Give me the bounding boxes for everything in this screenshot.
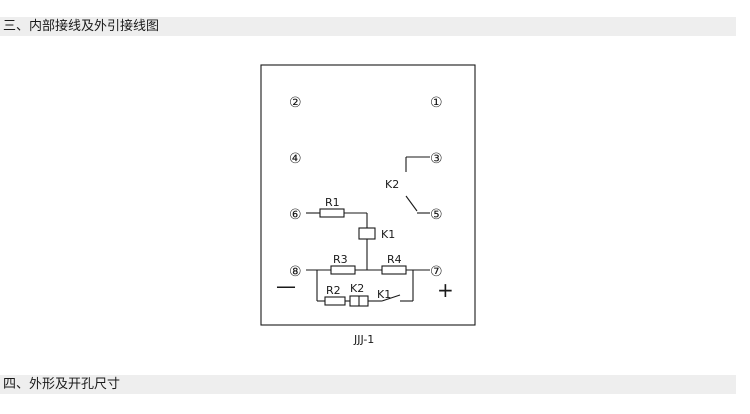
terminal-5: ⑤ bbox=[430, 207, 443, 223]
k1-contact-label: K1 bbox=[377, 288, 391, 301]
terminal-8: ⑧ bbox=[289, 264, 302, 280]
terminal-4: ④ bbox=[289, 151, 302, 167]
relay-frame bbox=[260, 64, 476, 326]
resistor-r3 bbox=[330, 265, 356, 275]
resistor-r3-label: R3 bbox=[333, 253, 348, 266]
resistor-r2 bbox=[324, 296, 346, 306]
polarity-minus: — bbox=[276, 274, 296, 298]
k2-contact-label: K2 bbox=[385, 178, 399, 191]
resistor-r4 bbox=[381, 265, 407, 275]
section-heading-dimensions: 四、外形及开孔尺寸 bbox=[0, 375, 736, 394]
model-label: JJJ-1 bbox=[353, 333, 374, 346]
coil-k1-label: K1 bbox=[381, 228, 395, 241]
polarity-plus: + bbox=[437, 278, 454, 302]
resistor-r1 bbox=[319, 208, 345, 218]
terminal-6: ⑥ bbox=[289, 207, 302, 223]
resistor-r1-label: R1 bbox=[325, 196, 340, 209]
k1-contact-blade bbox=[381, 294, 401, 302]
terminal-1: ① bbox=[430, 95, 443, 111]
resistor-r4-label: R4 bbox=[387, 253, 402, 266]
coil-k1 bbox=[358, 227, 376, 240]
section-heading-wiring: 三、内部接线及外引接线图 bbox=[0, 17, 736, 36]
k2-contact bbox=[405, 156, 430, 214]
terminal-3: ③ bbox=[430, 151, 443, 167]
resistor-r2-label: R2 bbox=[326, 284, 341, 297]
coil-k2-label: K2 bbox=[350, 282, 364, 295]
terminal-2: ② bbox=[289, 95, 302, 111]
terminal-7: ⑦ bbox=[430, 264, 443, 280]
